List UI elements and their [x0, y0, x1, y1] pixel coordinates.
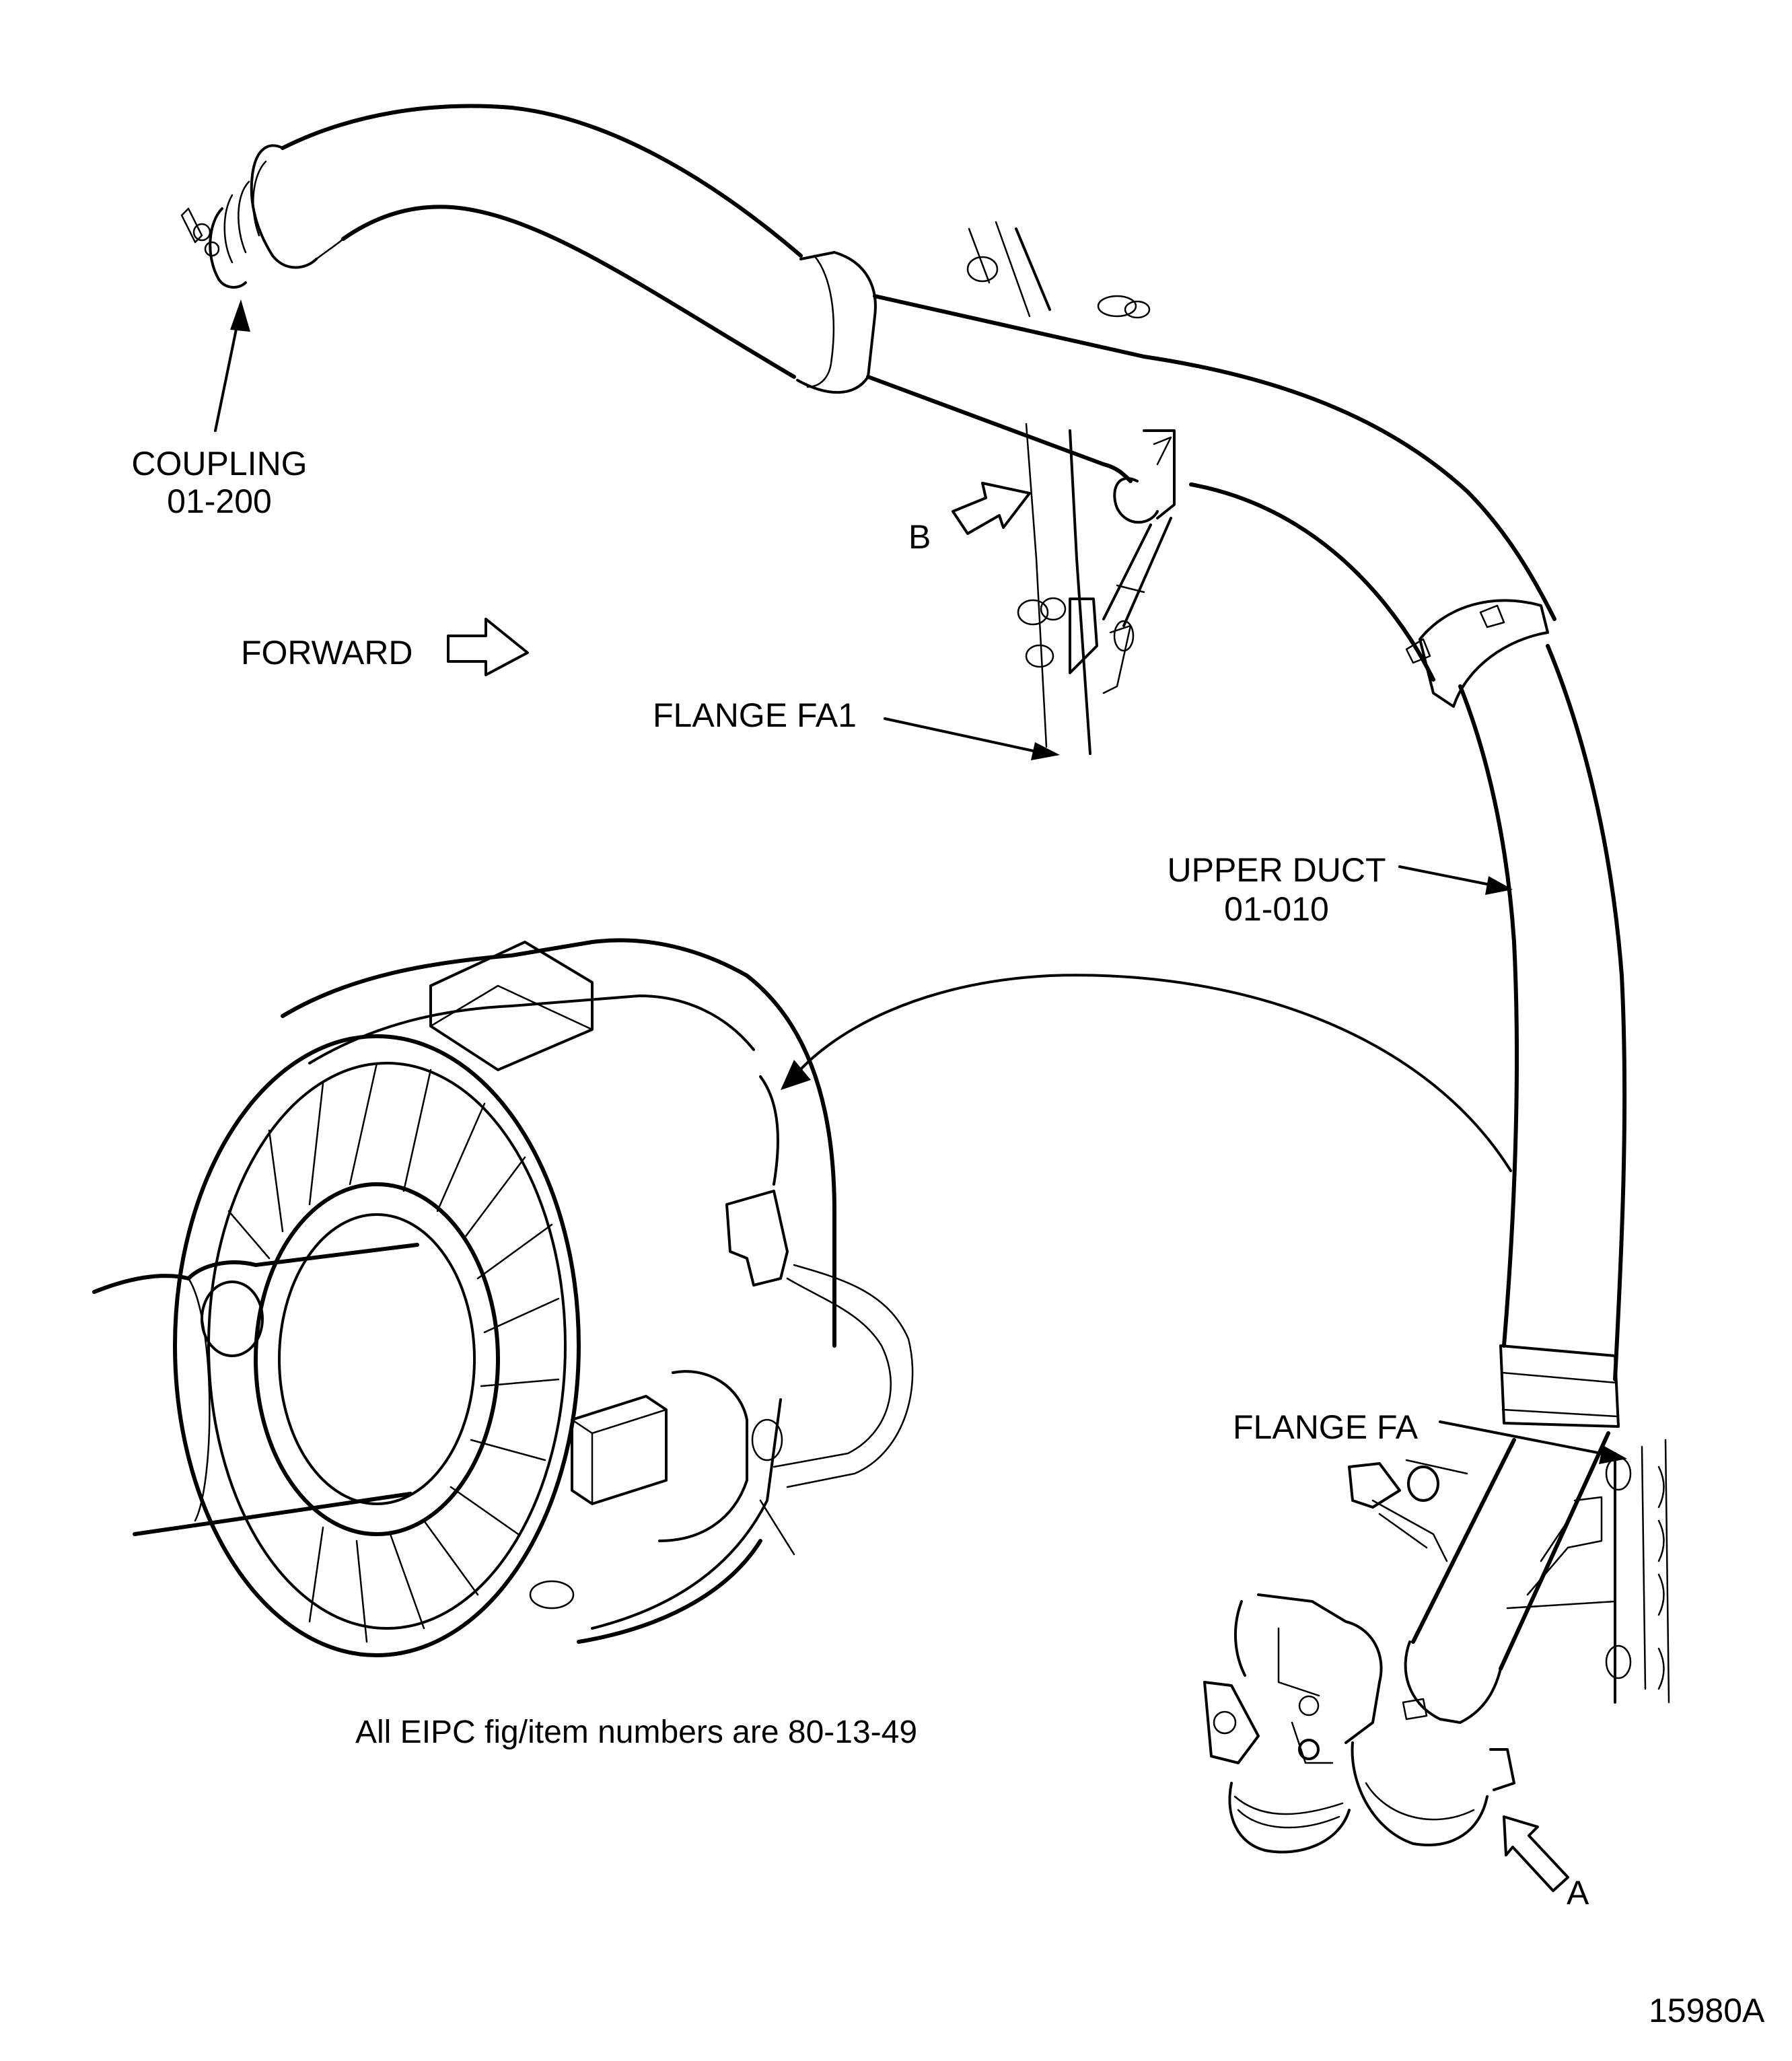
figure-id-code: 15980A: [1649, 1992, 1765, 2029]
view-a-arrow-icon: [1503, 1815, 1569, 1892]
upper-duct-number: 01-010: [1224, 890, 1329, 928]
flange-fa1-bracket-drawing: [966, 221, 1176, 755]
coupling-number: 01-200: [167, 482, 272, 520]
callout-upper-duct: UPPER DUCT 01-010: [1167, 851, 1386, 928]
flange-fa-label: FLANGE FA: [1233, 1408, 1419, 1446]
engine-gearbox-drawing: [92, 938, 914, 1657]
eipc-note: All EIPC fig/item numbers are 80-13-49: [355, 1714, 917, 1750]
detail-callout-arrow: [781, 974, 1512, 1172]
callout-coupling: COUPLING 01-200: [131, 445, 307, 520]
upper-duct-label: UPPER DUCT: [1167, 851, 1386, 889]
forward-label: FORWARD: [241, 634, 413, 672]
fan-blades: [227, 1062, 560, 1643]
starter-valve-drawing: [1203, 1439, 1670, 1854]
leader-lines: [214, 299, 1627, 1464]
view-b-label: B: [908, 518, 931, 556]
flange-fa1-label: FLANGE FA1: [653, 696, 857, 734]
view-b-arrow-icon: [952, 482, 1031, 535]
upper-duct-drawing: [281, 104, 1627, 1671]
view-a-label: A: [1567, 1874, 1589, 1912]
coupling-label: COUPLING: [131, 445, 307, 482]
coupling-drawing: [180, 144, 345, 289]
arrow-right-outline-icon: [447, 618, 529, 676]
